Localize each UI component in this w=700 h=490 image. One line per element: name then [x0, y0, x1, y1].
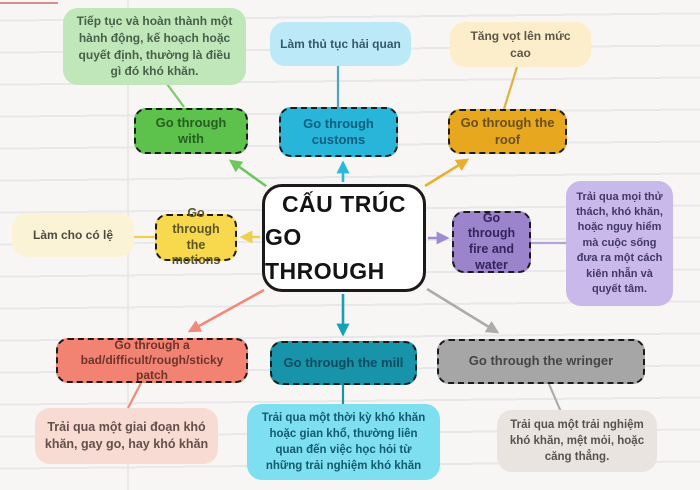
- note-text: Tiếp tục và hoàn thành một hành động, kế…: [76, 13, 233, 79]
- notebook-margin-line: [0, 2, 58, 4]
- note-text: Làm thủ tục hải quan: [280, 36, 401, 51]
- node-go-through-a-bad-patch[interactable]: Go through a bad/difficult/rough/sticky …: [56, 338, 248, 383]
- node-go-through-the-roof[interactable]: Go through the roof: [448, 109, 567, 154]
- node-go-through-with[interactable]: Go through with: [134, 108, 248, 154]
- arrow-to-with: [228, 159, 267, 188]
- node-go-through-fire-and-water[interactable]: Go through fire and water: [452, 211, 531, 273]
- note-text: Trải qua mọi thử thách, khó khăn, hoặc n…: [576, 190, 663, 295]
- arrow-to-bad-patch: [187, 288, 265, 333]
- note-wringer-meaning[interactable]: Trải qua một trải nghiệm khó khăn, mệt m…: [497, 410, 657, 472]
- connector-with-meaning: [166, 83, 185, 108]
- node-go-through-customs[interactable]: Go through customs: [279, 107, 398, 157]
- node-go-through-the-motions[interactable]: Go through the motions: [155, 206, 237, 267]
- arrow-to-wringer: [426, 287, 500, 334]
- node-go-through-the-wringer[interactable]: Go through the wringer: [437, 339, 645, 384]
- node-label: Go through the roof: [460, 115, 555, 147]
- note-text: Làm cho có lệ: [32, 227, 114, 242]
- node-label: Go through the motions: [171, 206, 221, 268]
- node-label: Go through customs: [303, 115, 374, 147]
- arrow-to-roof: [424, 158, 470, 188]
- central-topic-node[interactable]: CẤU TRÚC GO THROUGH: [262, 184, 426, 292]
- note-text: Trải qua một giai đoạn khó khăn, gay go,…: [44, 419, 209, 452]
- node-label: Go through the mill: [283, 354, 404, 370]
- central-topic-line1: CẤU TRÚC: [281, 190, 407, 217]
- connector-patch-meaning: [127, 382, 142, 409]
- note-roof-meaning[interactable]: Tăng vọt lên mức cao: [450, 22, 591, 67]
- node-label: Go through the wringer: [468, 353, 614, 369]
- note-text: Tăng vọt lên mức cao: [470, 28, 571, 60]
- node-go-through-the-mill[interactable]: Go through the mill: [270, 341, 417, 385]
- note-customs-meaning[interactable]: Làm thủ tục hải quan: [270, 22, 411, 66]
- note-text: Trải qua một trải nghiệm khó khăn, mệt m…: [509, 418, 645, 464]
- note-motions-meaning[interactable]: Làm cho có lệ: [12, 213, 134, 257]
- central-topic-line2: GO THROUGH: [265, 224, 385, 284]
- note-mill-meaning[interactable]: Trải qua một thời kỳ khó khăn hoặc gian …: [247, 404, 440, 480]
- connector-wringer-meaning: [547, 383, 563, 413]
- note-with-meaning[interactable]: Tiếp tục và hoàn thành một hành động, kế…: [63, 8, 246, 85]
- note-bad-patch-meaning[interactable]: Trải qua một giai đoạn khó khăn, gay go,…: [35, 408, 218, 464]
- node-label: Go through with: [155, 114, 227, 146]
- note-text: Trải qua một thời kỳ khó khăn hoặc gian …: [261, 411, 426, 473]
- connector-roof-meaning: [502, 66, 519, 110]
- node-label: Go through fire and water: [467, 210, 516, 272]
- note-fire-and-water-meaning[interactable]: Trải qua mọi thử thách, khó khăn, hoặc n…: [566, 181, 673, 306]
- node-label: Go through a bad/difficult/rough/sticky …: [80, 338, 224, 382]
